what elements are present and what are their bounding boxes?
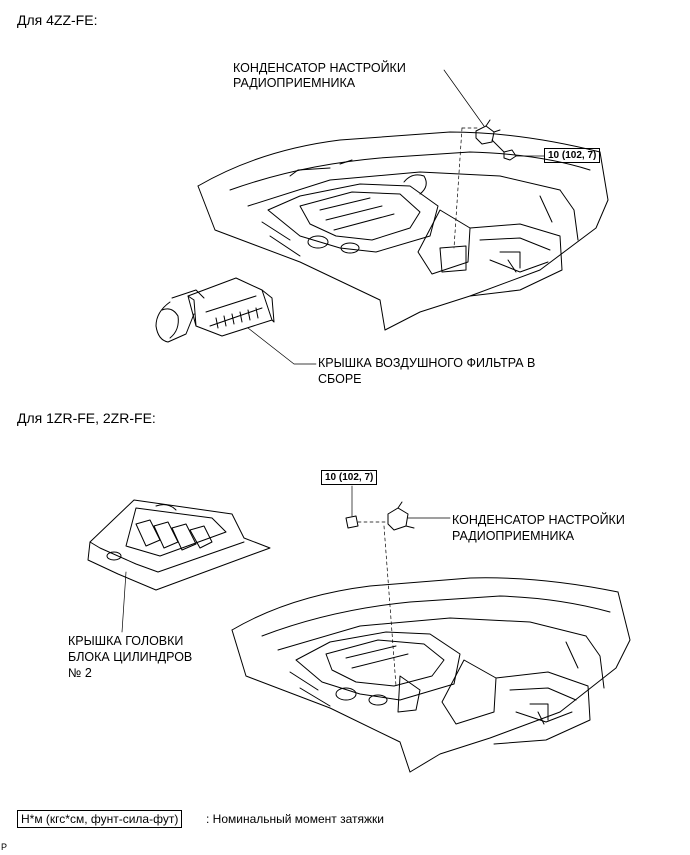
capacitor-label-1-line1: КОНДЕНСАТОР НАСТРОЙКИ <box>233 61 406 75</box>
torque-spec-2: 10 (102, 7) <box>321 470 378 485</box>
capacitor-part-1 <box>475 119 517 161</box>
cover-label-line3: № 2 <box>68 666 92 680</box>
engine-bay-illustration-1 <box>197 131 609 331</box>
air-filter-label-line2: СБОРЕ <box>318 372 362 386</box>
leader-lines-2 <box>351 485 451 687</box>
torque-spec-1: 10 (102, 7) <box>544 148 601 163</box>
air-filter-cap-illustration <box>155 277 275 343</box>
capacitor-label-2-line1: КОНДЕНСАТОР НАСТРОЙКИ <box>452 513 625 527</box>
section-1-heading: Для 4ZZ-FE: <box>17 12 98 28</box>
cover-label-line1: КРЫШКА ГОЛОВКИ <box>68 634 184 648</box>
cover-label-line2: БЛОКА ЦИЛИНДРОВ <box>68 650 193 664</box>
capacitor-label-2-line2: РАДИОПРИЕМНИКА <box>452 529 575 543</box>
engine-bay-illustration-2 <box>231 577 631 773</box>
capacitor-part-2 <box>345 501 415 531</box>
leader-lines-cover <box>121 571 127 633</box>
air-filter-label-line1: КРЫШКА ВОЗДУШНОГО ФИЛЬТРА В <box>318 356 536 370</box>
legend-unit-box: Н*м (кгс*см, фунт-сила-фут) <box>17 810 183 828</box>
capacitor-label-1-line2: РАДИОПРИЕМНИКА <box>233 76 356 90</box>
section-2-heading: Для 1ZR-FE, 2ZR-FE: <box>17 410 156 426</box>
leader-lines-air-filter <box>247 327 317 365</box>
leader-lines-1 <box>443 69 545 249</box>
legend-description: : Номинальный момент затяжки <box>206 812 384 826</box>
corner-mark: P <box>1 842 8 852</box>
cylinder-head-cover-illustration <box>87 499 271 591</box>
